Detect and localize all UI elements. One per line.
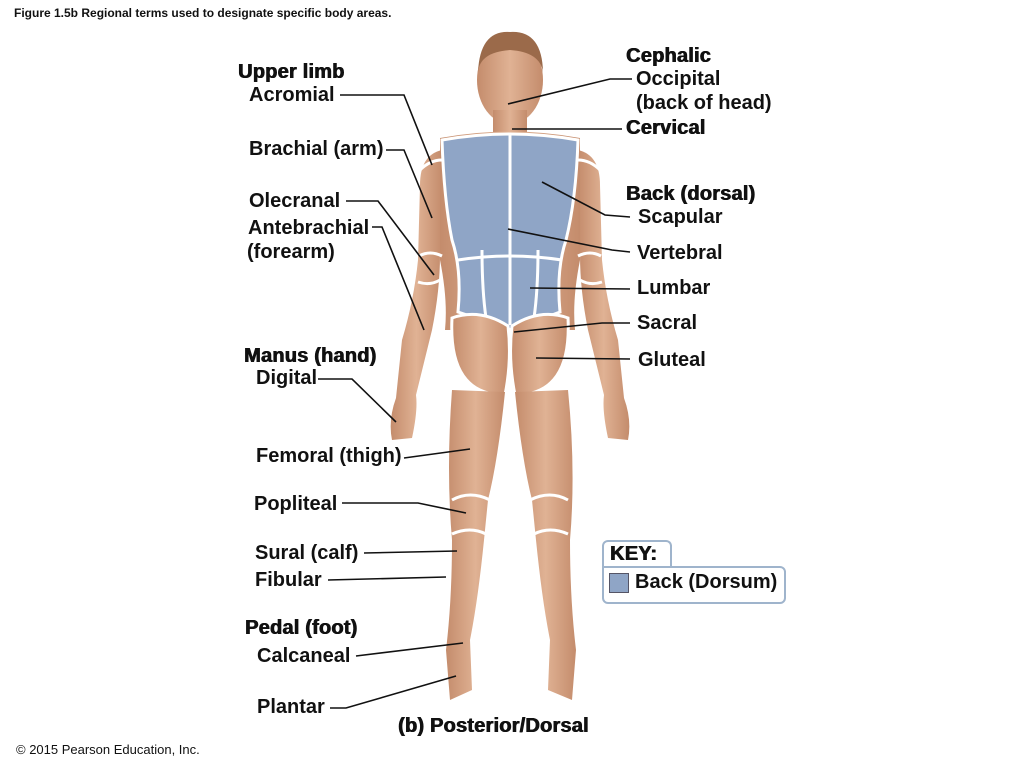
scapular-label: Scapular <box>638 206 723 228</box>
occipital-label: Occipital <box>636 68 721 90</box>
figure-title: (b) Posterior/Dorsal <box>398 715 589 737</box>
key-box <box>602 566 786 604</box>
left-arm <box>390 150 442 440</box>
fibular-label: Fibular <box>255 569 322 591</box>
upper-limb-heading: Upper limb <box>238 61 345 83</box>
back-dorsal-heading: Back (dorsal) <box>626 183 756 205</box>
forearm-label: (forearm) <box>247 241 335 263</box>
antebrachial-label: Antebrachial <box>248 217 370 239</box>
acromial-label: Acromial <box>249 84 335 106</box>
plantar-label: Plantar <box>257 696 325 718</box>
copyright-notice: © 2015 Pearson Education, Inc. <box>16 742 200 757</box>
calcaneal-label: Calcaneal <box>257 645 351 667</box>
lumbar-top-line <box>457 254 563 262</box>
brachial-label: Brachial (arm) <box>249 138 384 160</box>
sacral-label: Sacral <box>637 312 698 334</box>
cervical-heading: Cervical <box>626 117 706 139</box>
sural-label: Sural (calf) <box>255 542 359 564</box>
right-arm <box>578 150 630 440</box>
olecranal-label: Olecranal <box>249 190 341 212</box>
gluteal-label: Gluteal <box>638 349 706 371</box>
key-swatch <box>609 573 629 593</box>
right-leg <box>515 390 576 700</box>
vertebral-label: Vertebral <box>637 242 723 264</box>
cephalic-heading: Cephalic <box>626 45 711 67</box>
head <box>477 31 543 138</box>
key-item-label: Back (Dorsum) <box>635 571 778 593</box>
left-leg <box>446 390 505 700</box>
back-of-head-label: (back of head) <box>636 92 772 114</box>
femoral-label: Femoral (thigh) <box>256 445 402 467</box>
gluteal-region <box>450 312 570 397</box>
leader-lines <box>318 78 632 709</box>
key-title: KEY: <box>610 543 658 565</box>
figure-caption: Figure 1.5b Regional terms used to desig… <box>14 6 392 20</box>
manus-heading: Manus (hand) <box>244 345 377 367</box>
pedal-heading: Pedal (foot) <box>245 617 358 639</box>
lumbar-label: Lumbar <box>637 277 711 299</box>
digital-label: Digital <box>256 367 318 389</box>
region-boundaries <box>417 158 603 536</box>
popliteal-label: Popliteal <box>254 493 338 515</box>
